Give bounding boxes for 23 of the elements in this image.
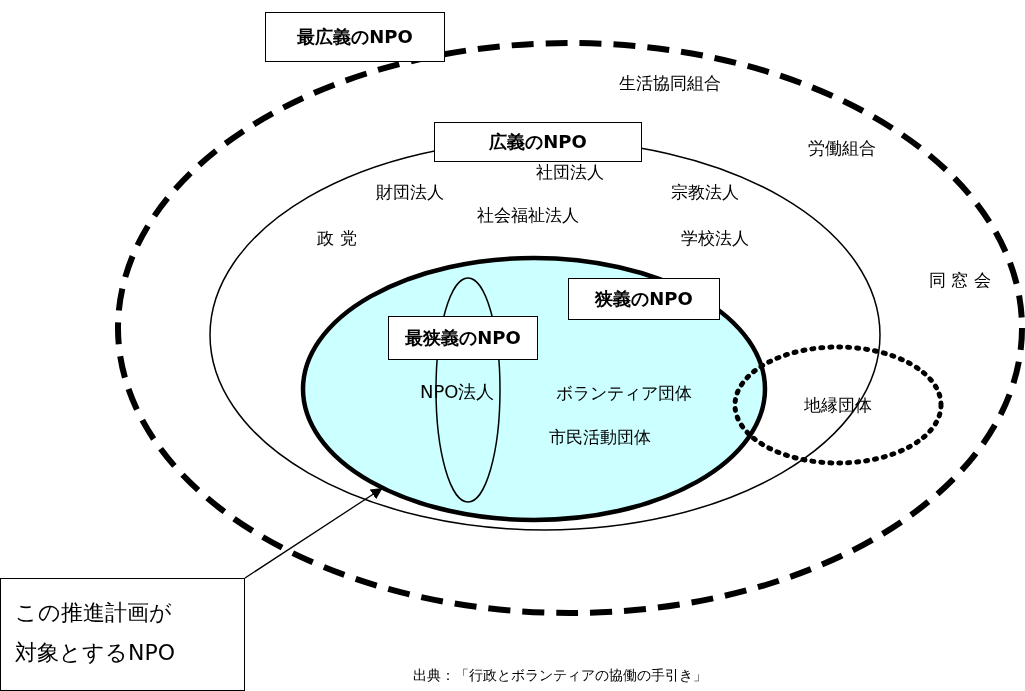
source-caption: 出典：「行政とボランティアの協働の手引き」 [413, 667, 707, 685]
ellipse [208, 120, 882, 532]
arrow [244, 487, 384, 579]
heading-label: 最広義のNPO [265, 12, 445, 62]
category-label: 社団法人 [536, 160, 604, 184]
category-label: 宗教法人 [671, 180, 739, 204]
category-label: 生活協同組合 [619, 71, 721, 95]
text-box: この推進計画が対象とするNPO [0, 578, 245, 691]
category-label: 市民活動団体 [549, 425, 651, 449]
heading-label: 狭義のNPO [568, 278, 720, 320]
category-label: 学校法人 [681, 226, 749, 250]
category-label: 財団法人 [376, 180, 444, 204]
heading-label: 広義のNPO [434, 122, 642, 162]
filled-ellipse [300, 256, 768, 522]
category-label: ボランティア団体 [556, 381, 692, 405]
category-label: 労働組合 [808, 136, 876, 160]
heading-label: 最狭義のNPO [388, 316, 538, 360]
category-label: 政 党 [317, 226, 357, 250]
narrow-ellipse [388, 276, 538, 502]
group-label: 地縁団体 [804, 393, 872, 417]
dotted-ellipse [733, 345, 943, 465]
category-label: 同 窓 会 [929, 268, 991, 292]
category-label: 社会福祉法人 [477, 203, 579, 227]
